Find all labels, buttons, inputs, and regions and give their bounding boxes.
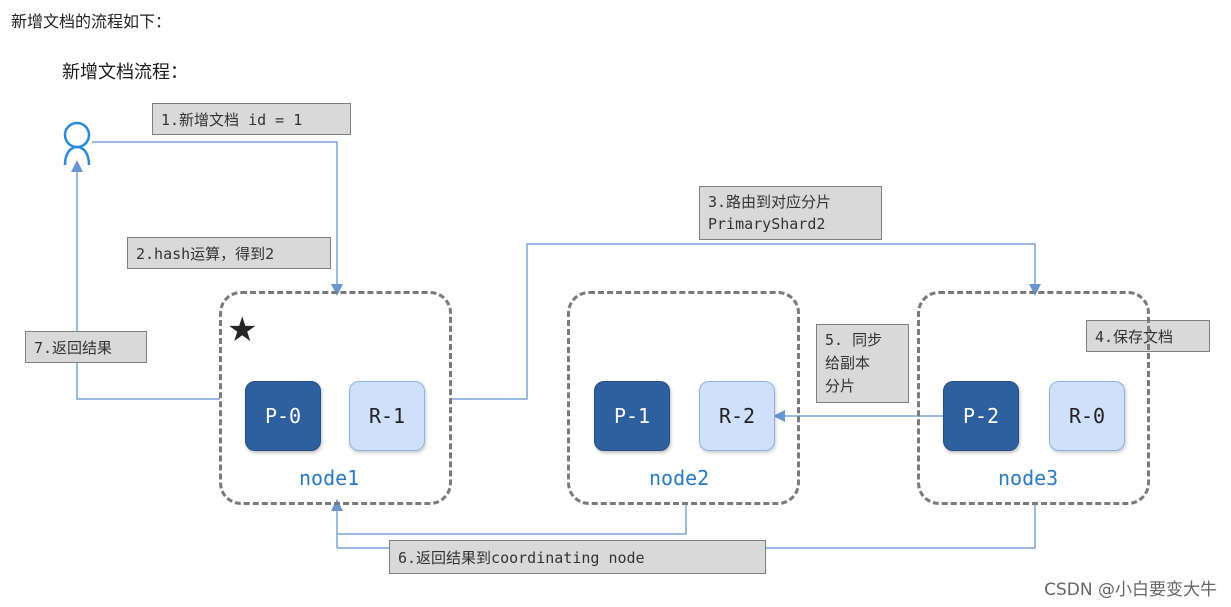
step1-label: 1.新增文档 id = 1 bbox=[152, 103, 351, 135]
diagram-title: 新增文档流程： bbox=[62, 62, 188, 83]
node3-primary-shard: P-2 bbox=[943, 381, 1019, 451]
step3-label: 3.路由到对应分片 PrimaryShard2 bbox=[699, 186, 882, 240]
step5-line1: 5. 同步 bbox=[825, 331, 883, 349]
user-icon bbox=[63, 121, 91, 166]
node1-label: node1 bbox=[299, 466, 360, 490]
step3-line2: PrimaryShard2 bbox=[708, 215, 826, 233]
node2-primary-shard: P-1 bbox=[594, 381, 670, 451]
step5-line2: 给副本 bbox=[825, 354, 871, 372]
star-icon: ★ bbox=[227, 310, 258, 350]
node1-box bbox=[219, 291, 452, 505]
connector-step3 bbox=[452, 243, 1041, 400]
connector-step7 bbox=[71, 160, 220, 400]
step5-label: 5. 同步 给副本 分片 bbox=[816, 324, 909, 403]
connector-step6-node2 bbox=[337, 502, 687, 535]
intro-text: 新增文档的流程如下： bbox=[11, 12, 172, 31]
step5-line3: 分片 bbox=[825, 377, 856, 395]
step7-label: 7.返回结果 bbox=[25, 331, 147, 363]
step3-line1: 3.路由到对应分片 bbox=[708, 193, 832, 211]
node2-replica-shard: R-2 bbox=[699, 381, 775, 451]
node3-box bbox=[917, 291, 1150, 505]
step6-label: 6.返回结果到coordinating node bbox=[389, 540, 766, 574]
node3-replica-shard: R-0 bbox=[1049, 381, 1125, 451]
watermark: CSDN @小白要变大牛 bbox=[1044, 580, 1217, 600]
node2-box bbox=[567, 291, 800, 505]
connector-step1 bbox=[92, 141, 343, 296]
node2-label: node2 bbox=[649, 466, 710, 490]
node1-replica-shard: R-1 bbox=[349, 381, 425, 451]
node1-primary-shard: P-0 bbox=[245, 381, 321, 451]
step2-label: 2.hash运算，得到2 bbox=[127, 237, 331, 269]
node3-label: node3 bbox=[998, 466, 1059, 490]
